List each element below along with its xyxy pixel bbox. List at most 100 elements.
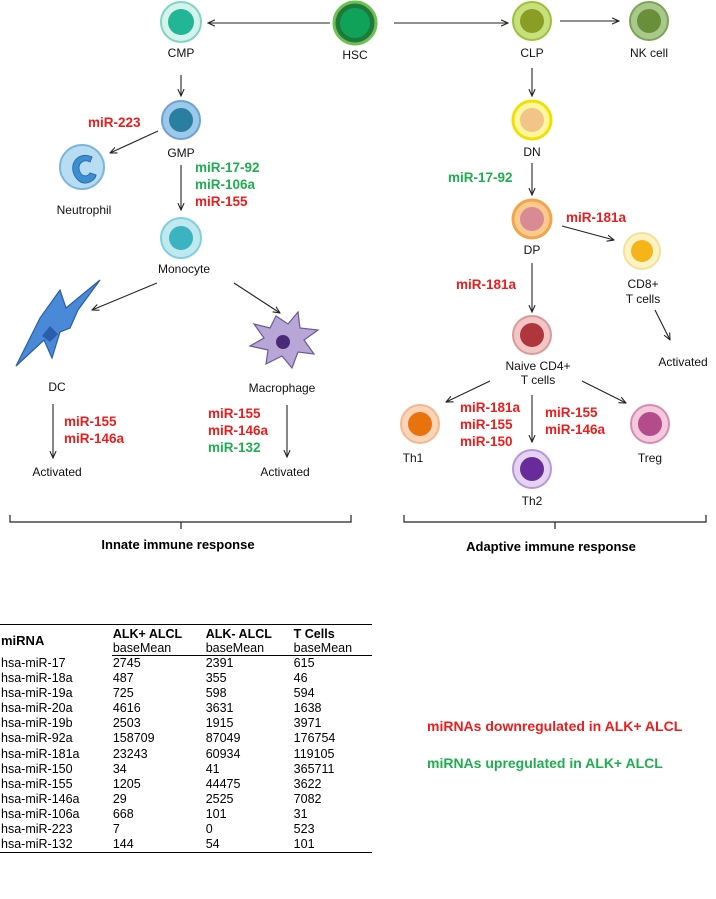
basemean-cell: 2503 xyxy=(112,716,141,731)
arrow-cd8-activated xyxy=(654,309,670,340)
basemean-cell: 365711 xyxy=(293,761,335,776)
basemean-cell: 31 xyxy=(293,806,308,821)
mir-150-label: miR-150 xyxy=(460,434,513,449)
mir-155-th2-label: miR-155 xyxy=(460,417,513,432)
basemean-cell: 54 xyxy=(204,837,293,854)
mirna-name-cell: hsa-miR-150 xyxy=(1,761,73,776)
arrow-dp-cd8 xyxy=(561,225,614,240)
clp-label: CLP xyxy=(520,46,543,60)
th2-label: Th2 xyxy=(522,494,543,508)
mirna-labels: miR-223 miR-17-92 miR-106a miR-155 miR-1… xyxy=(64,115,627,455)
lineage-arrows xyxy=(53,21,670,458)
cd8-activated-label: Activated xyxy=(658,355,707,369)
subheader-alk-neg: baseMean xyxy=(204,641,293,656)
basemean-cell: 3631 xyxy=(205,701,234,716)
neutrophil-cell xyxy=(59,144,105,190)
basemean-cell: 523 xyxy=(293,822,315,837)
mirna-name-cell: hsa-miR-155 xyxy=(1,776,73,791)
mirna-name-cell: hsa-miR-132 xyxy=(0,837,112,854)
mir-155-monocyte-label: miR-155 xyxy=(195,194,248,209)
dn-cell xyxy=(511,99,553,141)
mirna-name-cell: hsa-miR-19b xyxy=(1,716,73,731)
dc-activated-label: Activated xyxy=(32,465,81,479)
mirna-name-cell: hsa-miR-181a xyxy=(1,746,80,761)
mir-223-label: miR-223 xyxy=(88,115,141,130)
arrow-monocyte-macrophage xyxy=(233,282,280,313)
basemean-cell: 176754 xyxy=(293,731,336,746)
mirna-name-cell: hsa-miR-106a xyxy=(1,806,80,821)
cd8-label-line2: T cells xyxy=(626,292,660,306)
dc-cell xyxy=(15,279,101,367)
basemean-cell: 668 xyxy=(112,806,134,821)
cmp-label: CMP xyxy=(168,46,195,60)
innate-bracket xyxy=(9,515,352,529)
legend-upregulated: miRNAs upregulated in ALK+ ALCL xyxy=(427,755,663,771)
mir-181a-th2-label: miR-181a xyxy=(460,400,521,415)
basemean-cell: 1638 xyxy=(293,701,322,716)
arrow-naive-treg xyxy=(581,380,626,403)
basemean-cell: 2745 xyxy=(112,656,141,670)
mir-17-92-lymphoid-label: miR-17-92 xyxy=(448,170,513,185)
mirna-expression-table: miRNA ALK+ ALCL ALK- ALCL T Cells baseMe… xyxy=(0,624,372,854)
naive-cd4-label-line1: Naive CD4+ xyxy=(505,359,570,373)
basemean-cell: 101 xyxy=(292,837,372,854)
macrophage-cell xyxy=(248,310,320,370)
naive-cd4-cell xyxy=(512,315,552,355)
arrow-monocyte-dc xyxy=(92,282,158,310)
basemean-cell: 41 xyxy=(205,761,220,776)
col-header-alk-pos: ALK+ ALCL xyxy=(111,624,205,641)
basemean-cell: 29 xyxy=(112,791,127,806)
arrow-naive-th1 xyxy=(446,380,491,402)
basemean-cell: 3971 xyxy=(293,716,322,731)
cmp-cell xyxy=(160,1,202,43)
basemean-cell: 87049 xyxy=(205,731,241,746)
macrophage-label: Macrophage xyxy=(249,381,316,395)
basemean-cell: 34 xyxy=(112,761,127,776)
basemean-cell: 487 xyxy=(112,671,134,686)
mirna-name-cell: hsa-miR-18a xyxy=(1,671,73,686)
cell-lineage-diagram: HSC CMP CLP NK cell GMP Neutrophil Monoc… xyxy=(9,0,708,554)
basemean-cell: 3622 xyxy=(293,776,322,791)
mir-132-label: miR-132 xyxy=(208,440,261,455)
legend-downregulated: miRNAs downregulated in ALK+ ALCL xyxy=(427,718,683,734)
mirna-name-cell: hsa-miR-92a xyxy=(1,731,73,746)
basemean-cell: 4616 xyxy=(112,701,141,716)
treg-cell xyxy=(630,404,670,444)
mir-17-92-myeloid-label: miR-17-92 xyxy=(195,160,260,175)
basemean-cell: 44475 xyxy=(205,776,241,791)
basemean-cell: 2525 xyxy=(205,791,234,806)
treg-label: Treg xyxy=(638,451,662,465)
table-row: hsa-miR-150 34 41 365711 xyxy=(0,762,372,777)
col-header-mirna: miRNA xyxy=(0,624,112,656)
th1-cell xyxy=(400,404,440,444)
cd8-label-line1: CD8+ xyxy=(627,277,658,291)
mir-146a-mac-label: miR-146a xyxy=(208,423,269,438)
basemean-cell: 60934 xyxy=(205,746,241,761)
basemean-cell: 7 xyxy=(112,822,120,837)
monocyte-label: Monocyte xyxy=(158,262,210,276)
nk-cell xyxy=(629,1,669,41)
mir-155-dc-label: miR-155 xyxy=(64,414,117,429)
mir-181a-naive-label: miR-181a xyxy=(456,277,517,292)
th2-cell xyxy=(512,449,552,489)
dc-label: DC xyxy=(48,380,66,394)
dp-label: DP xyxy=(524,243,541,257)
monocyte-cell xyxy=(160,217,202,259)
adaptive-bracket xyxy=(403,515,707,529)
subheader-tcells: baseMean xyxy=(292,641,372,656)
neutrophil-label: Neutrophil xyxy=(57,203,112,217)
dn-label: DN xyxy=(523,145,540,159)
cd8-cell xyxy=(623,232,661,270)
basemean-cell: 598 xyxy=(205,686,227,701)
basemean-cell: 119105 xyxy=(293,746,335,761)
